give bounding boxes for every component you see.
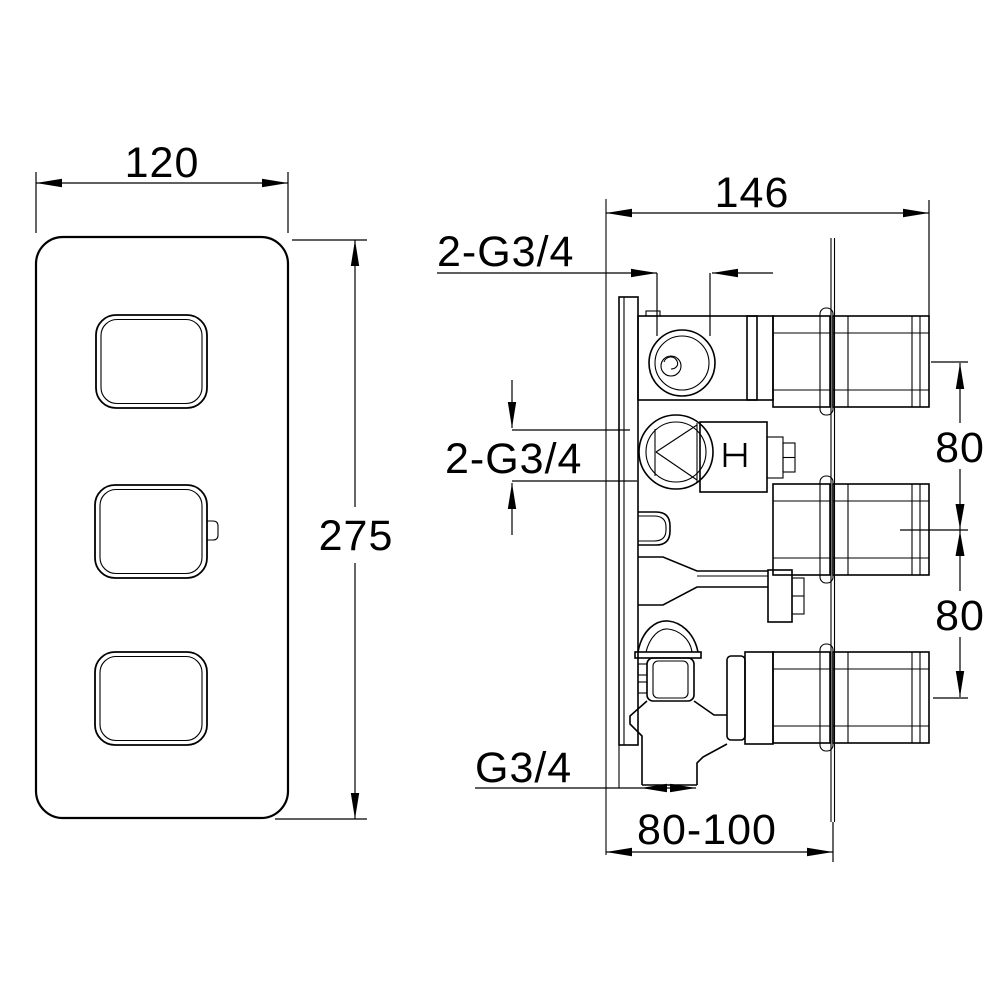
boss-screw-detail bbox=[663, 356, 679, 370]
button-top bbox=[95, 314, 208, 409]
dim-depth-label: 146 bbox=[715, 169, 790, 217]
label-side-inlets: 2-G3/4 bbox=[445, 380, 637, 535]
label-bottom-outlet: G3/4 bbox=[475, 744, 696, 793]
dim-height-275: 275 bbox=[275, 239, 394, 820]
button-middle bbox=[94, 484, 219, 579]
outlet-connector-top bbox=[772, 307, 930, 416]
valve-body bbox=[629, 310, 805, 786]
h-marking bbox=[723, 443, 747, 467]
bottom-outlet-thread-label: G3/4 bbox=[475, 744, 572, 792]
top-inlet-boss bbox=[648, 329, 716, 397]
dim-depth-146: 146 bbox=[605, 169, 930, 855]
depth-range-label: 80-100 bbox=[637, 806, 777, 854]
label-top-inlets: 2-G3/4 bbox=[437, 228, 773, 336]
cartridge bbox=[638, 414, 796, 493]
dim-width-label: 120 bbox=[125, 139, 200, 187]
dim-port-spacing: 80 80 bbox=[900, 361, 986, 699]
dim-width-120: 120 bbox=[35, 139, 289, 233]
outlet-connector-bottom-extra bbox=[726, 651, 774, 745]
dim-text-mask bbox=[319, 507, 393, 563]
inlet-funnel bbox=[638, 556, 805, 623]
side-tab bbox=[638, 511, 671, 546]
outlet-connector-bottom bbox=[772, 643, 930, 752]
spacing-upper-label: 80 bbox=[935, 424, 985, 472]
top-port-block bbox=[637, 315, 758, 401]
mounting-bracket bbox=[618, 296, 639, 788]
dim-depth-range: 80-100 bbox=[606, 806, 834, 862]
spacing-lower-label: 80 bbox=[935, 592, 985, 640]
dim-text-mask bbox=[934, 591, 986, 637]
button-middle-tab bbox=[207, 520, 219, 541]
button-bottom bbox=[94, 651, 208, 746]
top-inlet-thread-label: 2-G3/4 bbox=[437, 228, 574, 276]
side-inlet-thread-label: 2-G3/4 bbox=[445, 435, 582, 483]
dim-text-mask bbox=[934, 423, 986, 469]
faceplate bbox=[34, 235, 290, 820]
mid-arrow-down bbox=[955, 504, 965, 529]
bottom-valve bbox=[629, 620, 728, 786]
mid-arrow-up bbox=[955, 531, 965, 556]
side-view: 146 2-G3/4 2-G3/4 G3/4 bbox=[437, 169, 986, 862]
wall-plate bbox=[830, 238, 836, 822]
dim-height-label: 275 bbox=[319, 512, 394, 560]
front-view: 120 275 bbox=[34, 139, 394, 820]
